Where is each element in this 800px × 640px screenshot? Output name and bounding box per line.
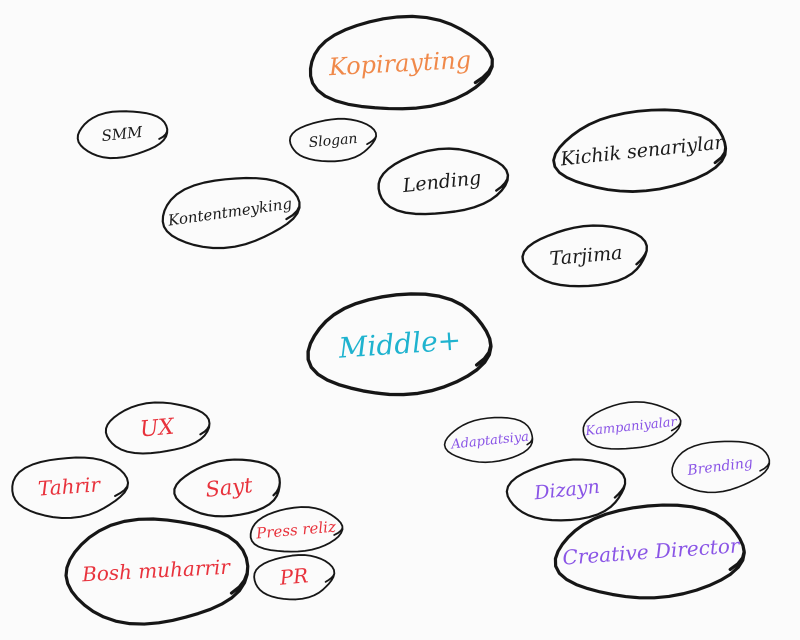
node-outline — [173, 458, 281, 518]
node-adaptatsiya: Adaptatsiya — [443, 416, 534, 464]
node-tarjima: Tarjima — [521, 224, 648, 288]
node-outline — [582, 401, 682, 450]
node-sayt: Sayt — [173, 458, 281, 518]
node-pr: PR — [253, 554, 336, 601]
node-dizayn: Dizayn — [505, 458, 627, 522]
node-label: Kichik senariylar — [558, 131, 726, 170]
node-outline — [11, 456, 130, 519]
node-outline — [104, 401, 211, 455]
node-label: PR — [278, 563, 309, 589]
node-label: Kopirayting — [327, 46, 472, 81]
node-outline — [76, 110, 169, 160]
node-outline — [671, 440, 771, 494]
node-outline — [288, 117, 378, 163]
node-label: Sayt — [204, 473, 254, 502]
node-outline — [377, 147, 510, 216]
node-label: Tahrir — [37, 472, 102, 500]
node-label: Middle+ — [337, 323, 462, 365]
node-middle: Middle+ — [306, 292, 493, 397]
node-outline — [161, 176, 301, 250]
node-kontentmeyking: Kontentmeyking — [161, 176, 301, 250]
node-lending: Lending — [377, 147, 510, 216]
node-outline — [552, 108, 728, 193]
node-label: Brending — [686, 455, 754, 479]
node-label: Dizayn — [532, 476, 601, 505]
node-outline — [308, 14, 494, 111]
node-kampaniyalar: Kampaniyalar — [582, 401, 682, 450]
node-label: SMM — [101, 123, 144, 145]
node-label: Slogan — [308, 131, 358, 151]
node-label: Lending — [401, 167, 483, 197]
node-label: Creative Director — [562, 533, 742, 569]
node-outline — [64, 517, 250, 626]
node-outline — [249, 506, 344, 553]
node-label: Adaptatsiya — [450, 429, 530, 452]
node-kopirayting: Kopirayting — [308, 14, 494, 111]
node-outline — [553, 503, 746, 600]
node-kichik-senariylar: Kichik senariylar — [552, 108, 728, 193]
node-outline — [443, 416, 534, 464]
node-outline — [306, 292, 493, 397]
node-outline — [253, 554, 336, 601]
node-outline — [505, 458, 627, 522]
node-label: Tarjima — [549, 242, 624, 270]
node-label: Bosh muharrir — [80, 555, 231, 587]
node-label: Kampaniyalar — [584, 415, 678, 440]
node-smm: SMM — [76, 110, 169, 160]
node-label: UX — [139, 414, 177, 442]
node-outline — [521, 224, 648, 288]
node-label: Kontentmeyking — [166, 194, 293, 229]
node-press-reliz: Press reliz — [249, 506, 344, 553]
node-creative-director: Creative Director — [553, 503, 746, 600]
node-brending: Brending — [671, 440, 771, 494]
node-ux: UX — [104, 401, 211, 455]
node-bosh-muharrir: Bosh muharrir — [64, 517, 250, 626]
node-slogan: Slogan — [288, 117, 378, 163]
node-tahrir: Tahrir — [11, 456, 130, 519]
node-label: Press reliz — [254, 518, 336, 543]
